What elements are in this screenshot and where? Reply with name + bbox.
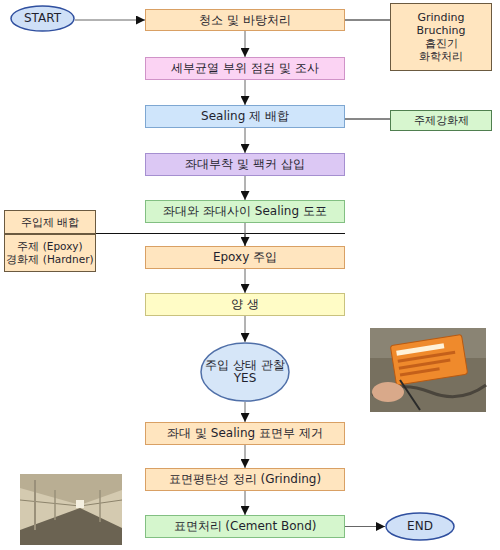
node-text: 주제강화제 xyxy=(414,114,469,127)
start-terminal: START xyxy=(10,5,75,32)
node-text: 주입제 배합 xyxy=(21,216,80,229)
node-text: END xyxy=(407,520,433,533)
ellipse-shape xyxy=(201,343,289,401)
connector-line xyxy=(345,119,390,120)
process-box: 좌대 및 Sealing 표면부 제거 xyxy=(145,422,345,445)
flow-arrow xyxy=(245,128,246,153)
flow-arrow xyxy=(245,80,246,105)
photo-line xyxy=(99,490,101,522)
node-text: 좌대부착 및 팩커 삽입 xyxy=(185,158,304,171)
flow-arrow xyxy=(245,402,246,422)
photo-card xyxy=(390,334,467,385)
process-box: 좌대부착 및 팩커 삽입 xyxy=(145,153,345,176)
photo-line xyxy=(80,500,122,506)
node-text: START xyxy=(24,12,61,25)
node-text: Grinding Bruching 흡진기 화학처리 xyxy=(409,11,473,63)
node-text: 표면처리 (Cement Bond) xyxy=(174,520,317,533)
flow-arrow xyxy=(245,491,246,515)
node-text: 양 생 xyxy=(231,298,259,311)
flow-arrow xyxy=(245,269,246,293)
note-box: 주제 (Epoxy) 경화제 (Hardner) xyxy=(4,234,96,272)
process-box: 표면평탄성 정리 (Grinding) xyxy=(145,468,345,491)
note-box: 주제강화제 xyxy=(390,110,492,131)
flow-arrow xyxy=(245,223,246,246)
flow-arrow xyxy=(245,445,246,468)
node-text: 주입 상태 관찰 YES xyxy=(202,359,288,385)
process-box: Epoxy 주입 xyxy=(145,246,345,269)
feed-line xyxy=(245,233,345,234)
process-box: 표면처리 (Cement Bond) xyxy=(145,515,345,538)
flow-arrow xyxy=(245,316,246,342)
photo-wire xyxy=(400,380,420,410)
decision-ellipse: 주입 상태 관찰 YES xyxy=(200,342,290,402)
ellipse-shape xyxy=(11,6,74,31)
flow-arrow xyxy=(345,526,385,527)
node-text: 좌대와 좌대사이 Sealing 도포 xyxy=(163,205,327,218)
process-box: 세부균열 부위 점검 및 조사 xyxy=(145,57,345,80)
card-stripe xyxy=(399,359,451,370)
photo-line xyxy=(54,490,56,520)
note-box: Grinding Bruching 흡진기 화학처리 xyxy=(390,3,492,71)
photo-line xyxy=(34,480,36,530)
node-text: Sealing 제 배합 xyxy=(201,110,289,123)
flow-arrow xyxy=(245,176,246,200)
connector-line xyxy=(96,234,245,247)
photo-line xyxy=(20,500,80,506)
flow-arrow xyxy=(245,31,246,57)
process-box: 청소 및 바탕처리 xyxy=(145,9,345,31)
photo-tunnel xyxy=(20,474,122,545)
node-text: Epoxy 주입 xyxy=(213,251,277,264)
photo-inspection xyxy=(370,328,486,412)
node-text: 주제 (Epoxy) 경화제 (Hardner) xyxy=(5,240,95,266)
photo-background xyxy=(20,474,122,545)
end-terminal: END xyxy=(385,512,455,541)
flow-arrow xyxy=(75,20,145,21)
connector-line xyxy=(345,20,390,21)
note-box: 주입제 배합 xyxy=(4,210,96,234)
node-text: 세부균열 부위 점검 및 조사 xyxy=(171,62,318,75)
process-box: 양 생 xyxy=(145,293,345,316)
node-text: 표면평탄성 정리 (Grinding) xyxy=(169,473,321,486)
photo-hand xyxy=(372,382,404,402)
photo-background xyxy=(370,328,486,412)
photo-light xyxy=(76,500,84,508)
node-text: 좌대 및 Sealing 표면부 제거 xyxy=(167,427,323,440)
card-body xyxy=(390,334,467,385)
card-stripe xyxy=(400,367,440,376)
ellipse-shape xyxy=(386,513,454,540)
node-text: 청소 및 바탕처리 xyxy=(199,14,291,27)
process-box: 좌대와 좌대사이 Sealing 도포 xyxy=(145,200,345,223)
process-box: Sealing 제 배합 xyxy=(145,105,345,128)
